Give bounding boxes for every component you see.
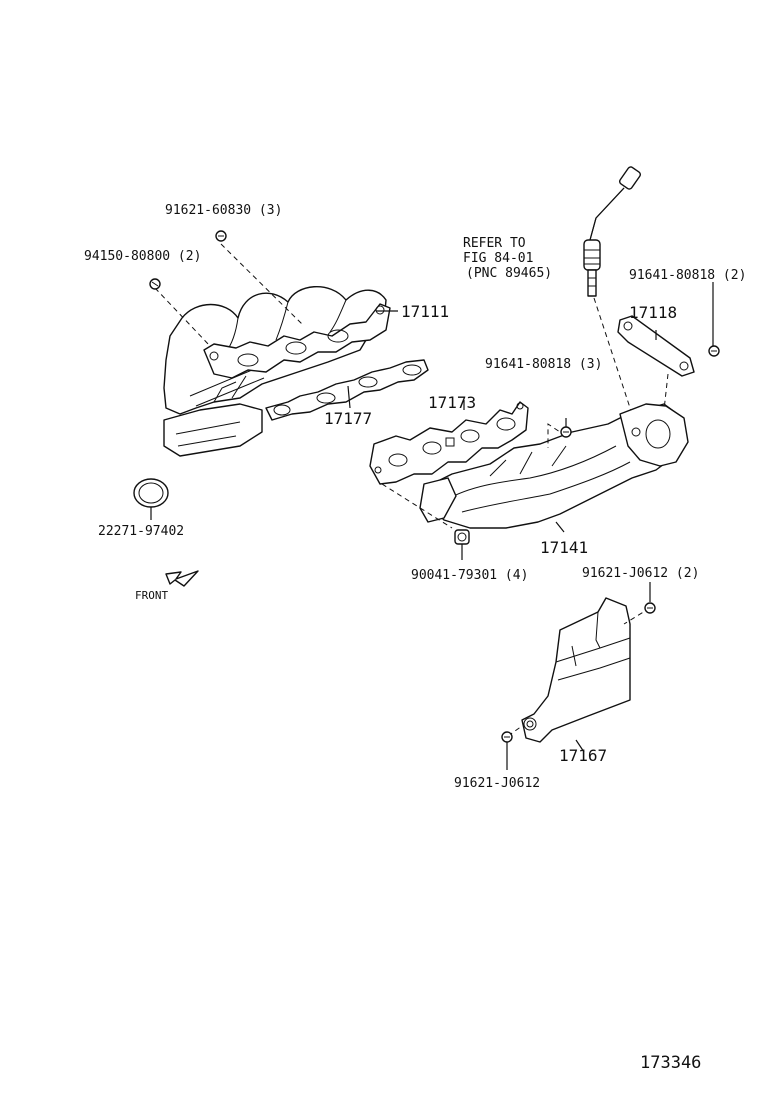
manifold-gasket-17177 bbox=[265, 359, 429, 421]
label-22271-97402: 22271-97402 bbox=[98, 524, 184, 539]
label-17111: 17111 bbox=[401, 302, 449, 321]
label-91641-80818-2: 91641-80818 (2) bbox=[629, 268, 746, 283]
oxygen-sensor bbox=[583, 166, 641, 297]
label-17177: 17177 bbox=[324, 409, 372, 428]
label-91621-J0612: 91621-J0612 bbox=[454, 776, 540, 791]
label-refer-to: REFER TO bbox=[463, 236, 526, 251]
bolt-icon bbox=[708, 345, 720, 357]
gasket-17173 bbox=[369, 401, 529, 485]
heat-insulator-17167 bbox=[521, 597, 631, 743]
bolt-icon bbox=[215, 230, 227, 242]
label-91621-J0612-2: 91621-J0612 (2) bbox=[582, 566, 699, 581]
label-17167: 17167 bbox=[559, 746, 607, 765]
label-90041-79301: 90041-79301 (4) bbox=[411, 568, 528, 583]
exhaust-manifold-17111 bbox=[163, 285, 391, 457]
label-91621-60830: 91621-60830 (3) bbox=[165, 203, 282, 218]
label-front: FRONT bbox=[135, 589, 168, 602]
label-17141: 17141 bbox=[540, 538, 588, 557]
label-17118: 17118 bbox=[629, 303, 677, 322]
exhaust-pipe-17141 bbox=[419, 403, 689, 529]
label-17173: 17173 bbox=[428, 393, 476, 412]
front-arrow-icon bbox=[165, 570, 199, 587]
label-91641-80818-3: 91641-80818 (3) bbox=[485, 357, 602, 372]
label-refer-fig: FIG 84-01 bbox=[463, 251, 533, 266]
bracket-17118 bbox=[617, 315, 695, 377]
gasket-ring-22271-97402 bbox=[133, 478, 169, 508]
label-94150-80800: 94150-80800 (2) bbox=[84, 249, 201, 264]
label-refer-pnc: (PNC 89465) bbox=[466, 266, 552, 281]
bolt-icon bbox=[501, 731, 513, 743]
bolt-icon bbox=[560, 426, 572, 438]
nut-icon bbox=[454, 529, 470, 545]
nut-icon bbox=[149, 278, 161, 290]
bolt-icon bbox=[644, 602, 656, 614]
figure-number: 173346 bbox=[640, 1053, 701, 1073]
